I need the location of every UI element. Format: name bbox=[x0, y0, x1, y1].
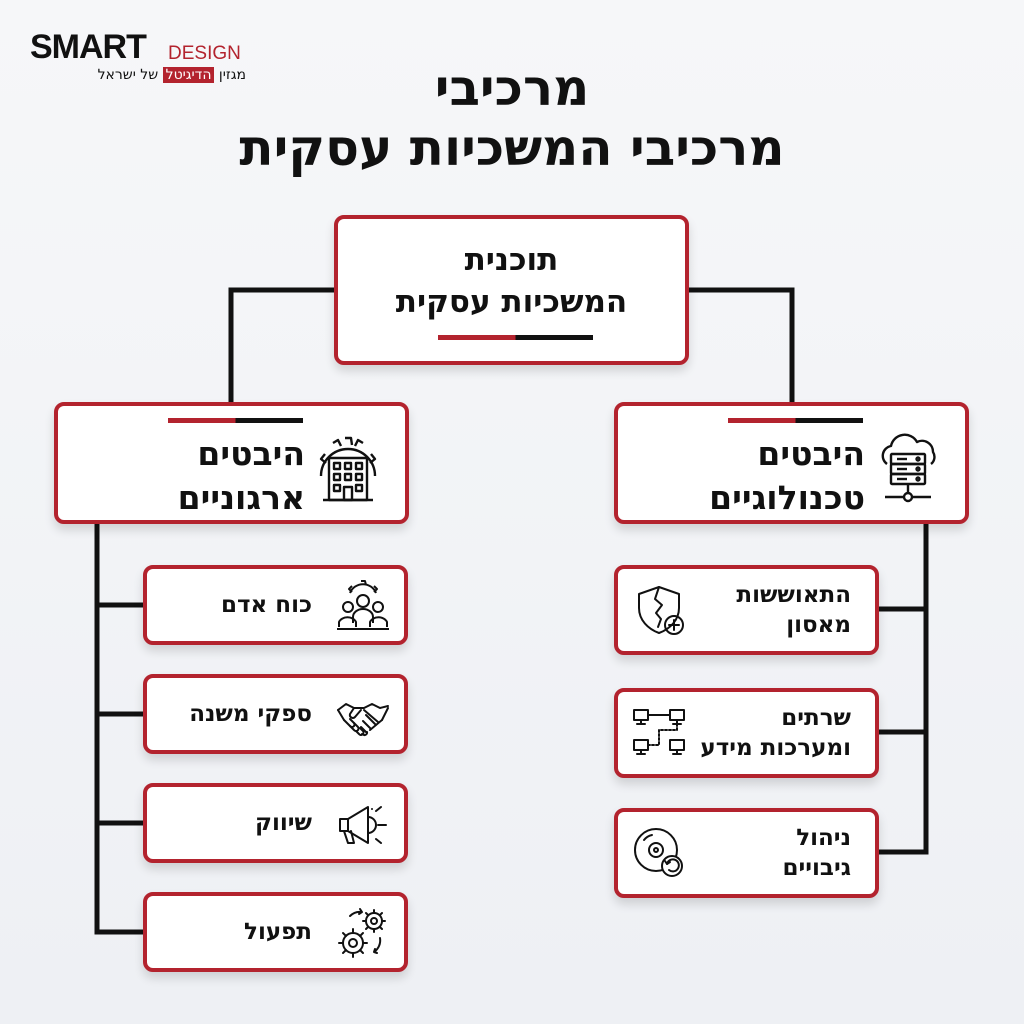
handshake-icon bbox=[337, 703, 389, 737]
building-gear-icon bbox=[319, 436, 377, 502]
logo-brand-accent: DESIGN bbox=[168, 43, 241, 64]
connector-root-to-tech bbox=[686, 287, 795, 405]
tech-item-disaster-recovery: התאוששות מאסון bbox=[614, 565, 879, 655]
cloud-server-icon bbox=[881, 433, 936, 503]
page-title-line2: מרכיבי המשכיות עסקית bbox=[239, 119, 785, 177]
category-organizational: היבטים ארגוניים bbox=[54, 402, 409, 524]
root-label-line1: תוכנית bbox=[464, 242, 559, 278]
root-label-line2: המשכיות עסקית bbox=[395, 284, 628, 320]
tech-item-label-line1: התאוששות bbox=[736, 582, 851, 608]
root-accent-bar bbox=[438, 335, 593, 340]
network-computers-icon bbox=[633, 709, 685, 755]
root-label: תוכנית המשכיות עסקית bbox=[338, 239, 685, 323]
logo-tagline: מגזין הדיגיטל של ישראל bbox=[98, 66, 246, 84]
category-organizational-line2: ארגוניים bbox=[177, 478, 305, 517]
page-title-line1: מרכיבי bbox=[434, 59, 590, 117]
tech-item-backup-management: ניהול גיבויים bbox=[614, 808, 879, 898]
logo-tagline-highlight: הדיגיטל bbox=[162, 67, 215, 83]
broken-shield-icon bbox=[638, 586, 684, 635]
megaphone-icon bbox=[339, 806, 387, 844]
org-item-marketing: שיווק bbox=[143, 783, 408, 863]
gears-icon bbox=[338, 908, 386, 958]
logo-brand-main: SMART bbox=[30, 28, 147, 66]
category-organizational-label: היבטים ארגוניים bbox=[178, 432, 305, 520]
tech-item-label-line2: ומערכות מידע bbox=[700, 735, 851, 761]
org-item-workforce: כוח אדם bbox=[143, 565, 408, 645]
connector-root-to-org bbox=[228, 287, 337, 405]
logo-tagline-before: מגזין bbox=[214, 67, 246, 83]
tech-item-label: התאוששות מאסון bbox=[736, 569, 851, 651]
root-box-business-continuity-plan: תוכנית המשכיות עסקית bbox=[334, 215, 689, 365]
tech-item-label-line1: ניהול bbox=[796, 825, 851, 851]
logo-tagline-after: של ישראל bbox=[97, 67, 163, 83]
brand-logo: SMART DESIGN מגזין הדיגיטל של ישראל bbox=[30, 30, 250, 90]
tech-item-label-line1: שרתים bbox=[781, 705, 851, 731]
category-organizational-line1: היבטים bbox=[197, 434, 305, 473]
category-technological: היבטים טכנולוגיים bbox=[614, 402, 969, 524]
category-technological-label: היבטים טכנולוגיים bbox=[709, 432, 865, 520]
org-item-label: שיווק bbox=[255, 810, 312, 836]
tech-item-servers-info-systems: שרתים ומערכות מידע bbox=[614, 688, 879, 778]
org-item-label: ספקי משנה bbox=[189, 701, 312, 727]
people-gear-icon bbox=[337, 580, 389, 630]
org-item-label: כוח אדם bbox=[220, 592, 312, 618]
tech-item-label: שרתים ומערכות מידע bbox=[700, 692, 851, 774]
category-accent-bar bbox=[728, 418, 863, 423]
org-item-label: תפעול bbox=[244, 919, 312, 945]
org-item-subcontractors: ספקי משנה bbox=[143, 674, 408, 754]
tech-item-label-line2: גיבויים bbox=[782, 855, 851, 881]
category-technological-line2: טכנולוגיים bbox=[709, 478, 865, 517]
tech-item-label-line2: מאסון bbox=[786, 612, 851, 638]
tech-item-label: ניהול גיבויים bbox=[782, 812, 851, 894]
category-accent-bar bbox=[168, 418, 303, 423]
backup-disc-icon bbox=[634, 828, 683, 877]
org-item-operations: תפעול bbox=[143, 892, 408, 972]
category-technological-line1: היבטים bbox=[757, 434, 865, 473]
